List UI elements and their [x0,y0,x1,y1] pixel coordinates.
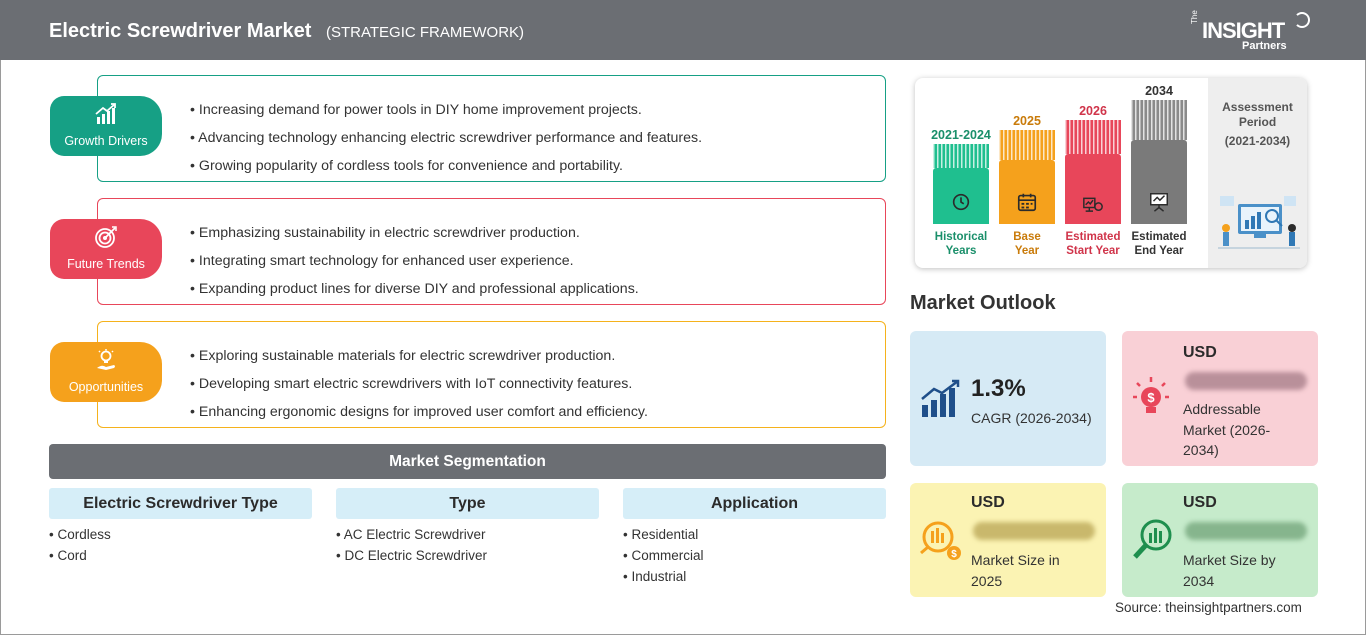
segment-heading: Electric Screwdriver Type [49,488,312,519]
header-bar: Electric Screwdriver Market (STRATEGIC F… [0,0,1366,60]
segment-heading: Type [336,488,599,519]
segment-item: DC Electric Screwdriver [336,545,599,566]
market-size-2034-usd: USD [1183,494,1217,511]
list-item: Enhancing ergonomic designs for improved… [190,398,648,426]
money-bag-icon: $ [920,521,961,560]
future-trends-badge: Future Trends [50,219,162,279]
future-trends-list: Emphasizing sustainability in electric s… [190,219,639,303]
list-item: Integrating smart technology for enhance… [190,247,639,275]
market-segmentation-header: Market Segmentation [49,444,886,479]
timeline-year: 2034 [1145,84,1173,98]
growth-chart-icon [95,103,116,124]
list-item: Growing popularity of cordless tools for… [190,152,702,180]
segment-column-application: Application Residential Commercial Indus… [623,488,886,587]
list-item: Advancing technology enhancing electric … [190,124,702,152]
segment-item: Cordless [49,524,312,545]
segment-item: AC Electric Screwdriver [336,524,599,545]
timeline-bar [999,160,1055,224]
opportunities-badge: Opportunities [50,342,162,402]
blurred-value [973,522,1095,540]
start-chart-icon [1083,197,1103,212]
addressable-market-usd: USD [1183,344,1217,361]
insight-partners-logo: The INSIGHT Partners [1188,10,1318,54]
list-item: Expanding product lines for diverse DIY … [190,275,639,303]
timeline-year: 2021-2024 [931,128,991,142]
page-subtitle: (STRATEGIC FRAMEWORK) [326,24,525,41]
growth-chart-icon [921,379,960,417]
svg-text:$: $ [1147,390,1155,405]
lightbulb-hand-icon [97,349,115,370]
timeline-bar [933,168,989,224]
timeline-bar [1131,140,1187,224]
market-outlook-title: Market Outlook [910,292,1056,314]
cagr-card: 1.3% CAGR (2026-2034) [910,331,1106,466]
timeline-year: 2025 [1013,114,1041,128]
timeline-bar [1065,154,1121,224]
segment-column-type: Type AC Electric Screwdriver DC Electric… [336,488,599,566]
opportunities-box: Exploring sustainable materials for elec… [97,321,886,428]
cagr-value: 1.3% [971,375,1026,402]
list-item: Developing smart electric screwdrivers w… [190,370,648,398]
chart-magnifier-icon [1133,519,1172,559]
blurred-value [1185,372,1307,390]
cagr-label: CAGR (2026-2034) [971,410,1092,426]
segment-heading: Application [623,488,886,519]
svg-text:$: $ [951,549,957,560]
future-trends-box: Emphasizing sustainability in electric s… [97,198,886,305]
list-item: Increasing demand for power tools in DIY… [190,96,702,124]
page-title: Electric Screwdriver Market [49,20,312,42]
analyst-illustration-icon [1218,196,1300,249]
lightbulb-dollar-icon: $ [1133,377,1169,413]
assessment-period-range: (2021-2034) [1224,134,1291,148]
list-item: Exploring sustainable materials for elec… [190,342,648,370]
list-item: Emphasizing sustainability in electric s… [190,219,639,247]
segment-column-electric-screwdriver-type: Electric Screwdriver Type Cordless Cord [49,488,312,566]
history-icon [952,193,970,211]
target-icon [95,226,117,248]
segment-item: Industrial [623,566,886,587]
opportunities-label: Opportunities [68,380,144,394]
timeline-year: 2026 [1079,104,1107,118]
opportunities-list: Exploring sustainable materials for elec… [190,342,648,426]
growth-drivers-label: Growth Drivers [64,134,148,148]
growth-drivers-box: Increasing demand for power tools in DIY… [97,75,886,182]
segment-item: Residential [623,524,886,545]
source-credit: Source: theinsightpartners.com [1115,600,1302,615]
presentation-icon [1150,193,1168,212]
growth-drivers-badge: Growth Drivers [50,96,162,156]
growth-drivers-list: Increasing demand for power tools in DIY… [190,96,702,180]
segment-item: Commercial [623,545,886,566]
segment-item: Cord [49,545,312,566]
market-size-2025-usd: USD [971,494,1005,511]
future-trends-label: Future Trends [67,257,145,271]
calendar-icon [1017,193,1037,212]
blurred-value [1185,522,1307,540]
